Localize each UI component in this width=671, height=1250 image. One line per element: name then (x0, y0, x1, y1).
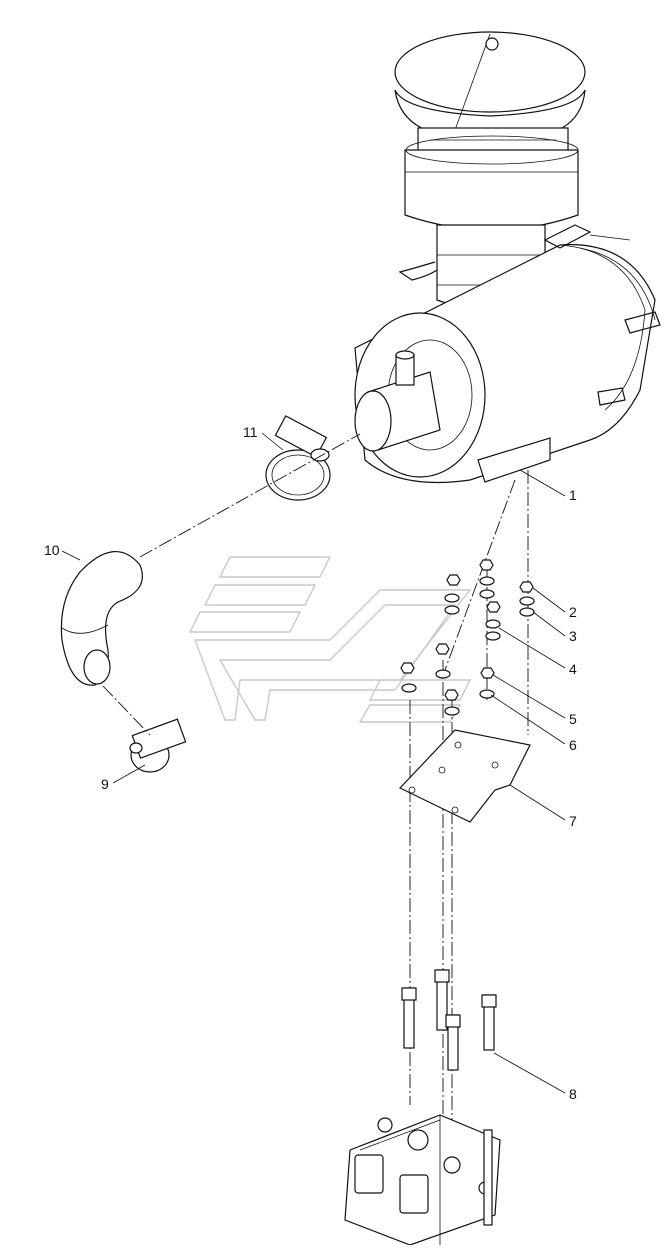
washer (444, 593, 460, 603)
nut (444, 689, 459, 701)
nut (519, 581, 534, 593)
washer (479, 689, 495, 699)
nut (486, 601, 501, 613)
nut (446, 574, 461, 586)
callout-1: 1 (569, 487, 577, 503)
stud (401, 987, 417, 1049)
callout-3: 3 (569, 628, 577, 644)
studs (401, 969, 497, 1071)
washer (444, 605, 460, 615)
nut (480, 667, 495, 679)
leader-lines (61, 432, 566, 1094)
washer (479, 576, 495, 586)
washer (401, 683, 417, 693)
callout-6: 6 (569, 737, 577, 753)
callout-11: 11 (243, 424, 258, 440)
stud (445, 1014, 461, 1071)
washer (479, 589, 495, 599)
hose-clamp-large (265, 415, 331, 501)
washer (519, 607, 535, 617)
washer (485, 619, 501, 629)
nut (400, 662, 415, 674)
callout-2: 2 (569, 604, 577, 620)
washer (485, 631, 501, 641)
callout-10: 10 (44, 542, 60, 558)
air-hose-elbow (60, 550, 143, 686)
callout-5: 5 (569, 711, 577, 727)
air-filter-assembly (354, 31, 661, 484)
mounting-plate (399, 729, 531, 823)
watermark-logo (188, 556, 472, 723)
callout-7: 7 (569, 813, 577, 829)
callout-9: 9 (101, 776, 109, 792)
callouts: 1 2 3 4 5 6 7 8 9 10 11 (44, 424, 577, 1102)
hose-clamp-small (129, 718, 187, 773)
nut (479, 559, 494, 571)
nuts-washers (400, 559, 535, 716)
stud (481, 994, 497, 1051)
washer (444, 706, 460, 716)
washer (435, 669, 451, 679)
washer (519, 596, 535, 606)
stud (434, 969, 450, 1031)
nut (435, 643, 450, 655)
callout-4: 4 (569, 661, 577, 677)
cylinder-head (344, 1114, 501, 1246)
callout-8: 8 (569, 1086, 577, 1102)
